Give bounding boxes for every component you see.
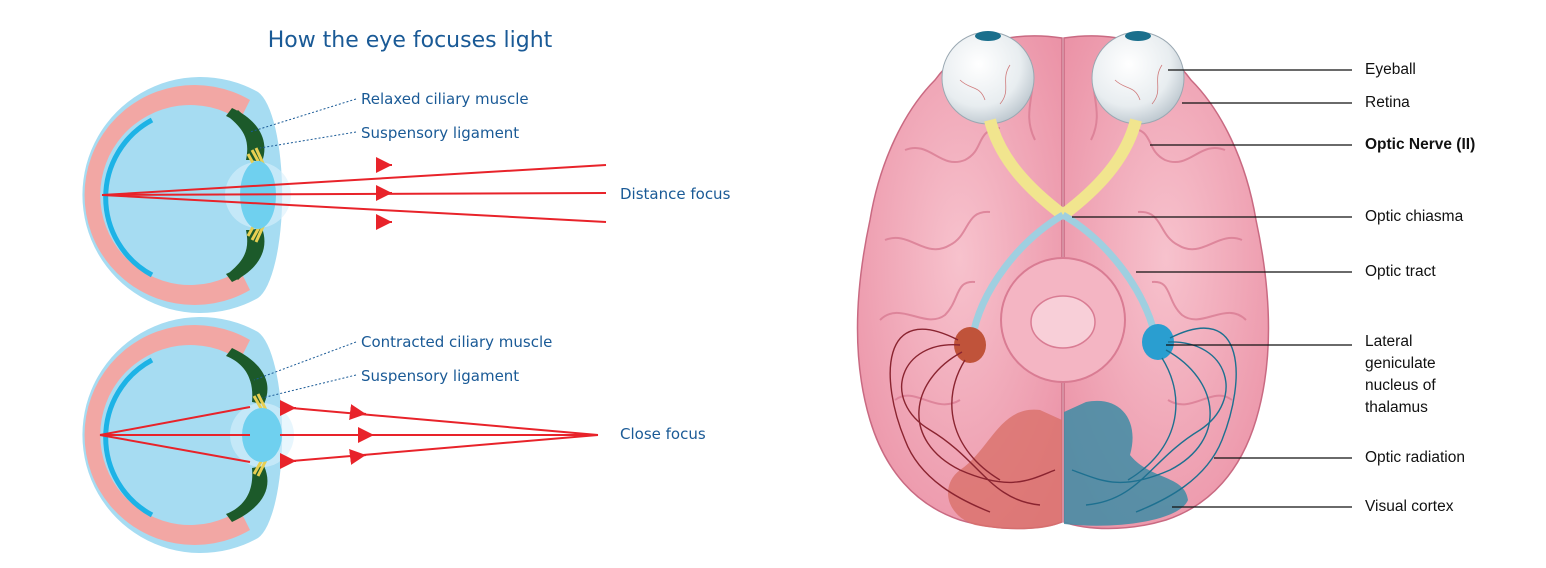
- eyeball-label: Eyeball: [1365, 61, 1416, 78]
- optic-nerve-right: [1059, 118, 1142, 220]
- choroid: [84, 85, 251, 306]
- light-ray: [101, 164, 607, 196]
- ciliary-body: [226, 108, 265, 282]
- close-focus-label: Close focus: [620, 425, 706, 443]
- lgn-left: [954, 327, 986, 363]
- leader-line: [261, 374, 357, 399]
- lens: [242, 408, 282, 462]
- suspensory-ligament-label-bottom: Suspensory ligament: [361, 367, 520, 385]
- contracted-ciliary-muscle-label: Contracted ciliary muscle: [361, 333, 553, 351]
- eye-focus-panel: [82, 77, 607, 553]
- visual-cortex-label: Visual cortex: [1365, 498, 1454, 515]
- optic-nerve-left: [984, 118, 1067, 220]
- visual-cortex-right: [1064, 400, 1188, 526]
- right-iris: [1125, 31, 1151, 41]
- brain-leader-lines: [1072, 69, 1352, 508]
- relaxed-ciliary-muscle-label: Relaxed ciliary muscle: [361, 90, 529, 108]
- optic-tract-left: [968, 211, 1065, 341]
- ciliary-body: [226, 348, 268, 522]
- suspensory-ligament-label-top: Suspensory ligament: [361, 124, 520, 142]
- iris: [230, 110, 257, 280]
- choroid: [84, 325, 251, 545]
- optic-radiation-left: [889, 328, 1056, 513]
- optic-nerve-label: Optic Nerve (II): [1365, 136, 1476, 153]
- eyeball-veins: [959, 64, 1163, 105]
- visual-pathway-panel: [856, 31, 1352, 530]
- lgn-right: [1142, 324, 1174, 360]
- eye-diagram-title: How the eye focuses light: [267, 28, 553, 53]
- left-eyeball: [941, 31, 1035, 125]
- ray-arrow: [349, 404, 367, 420]
- brainstem-core: [1030, 295, 1096, 349]
- light-ray: [99, 434, 251, 463]
- optic-tract-label: Optic tract: [1365, 263, 1436, 280]
- left-iris: [975, 31, 1001, 41]
- visual-cortex-left: [948, 409, 1062, 530]
- optic-radiation-right: [1071, 327, 1237, 513]
- light-ray: [99, 406, 251, 436]
- distance-focus-label: Distance focus: [620, 185, 731, 203]
- light-ray: [101, 192, 607, 196]
- optic-radiation-label: Optic radiation: [1365, 449, 1465, 466]
- eye-close-focus: [82, 316, 599, 553]
- light-ray: [279, 434, 599, 463]
- suspensory-ligament-fibers: [252, 393, 268, 477]
- light-ray: [279, 406, 599, 436]
- retina-layer: [103, 117, 154, 278]
- light-ray: [101, 194, 607, 223]
- lateral-geniculate-nucleus-label: Lateral geniculate nucleus of thalamus: [1365, 333, 1436, 416]
- optic-tract-right: [1061, 211, 1160, 341]
- eye-distance-focus: [82, 77, 607, 313]
- leader-line: [259, 131, 357, 149]
- retina-label: Retina: [1365, 94, 1410, 111]
- retina-layer: [103, 357, 154, 518]
- right-eyeball: [1091, 31, 1185, 125]
- ray-arrow: [349, 449, 367, 465]
- leader-line: [249, 98, 357, 133]
- optic-chiasma-label: Optic chiasma: [1365, 208, 1464, 225]
